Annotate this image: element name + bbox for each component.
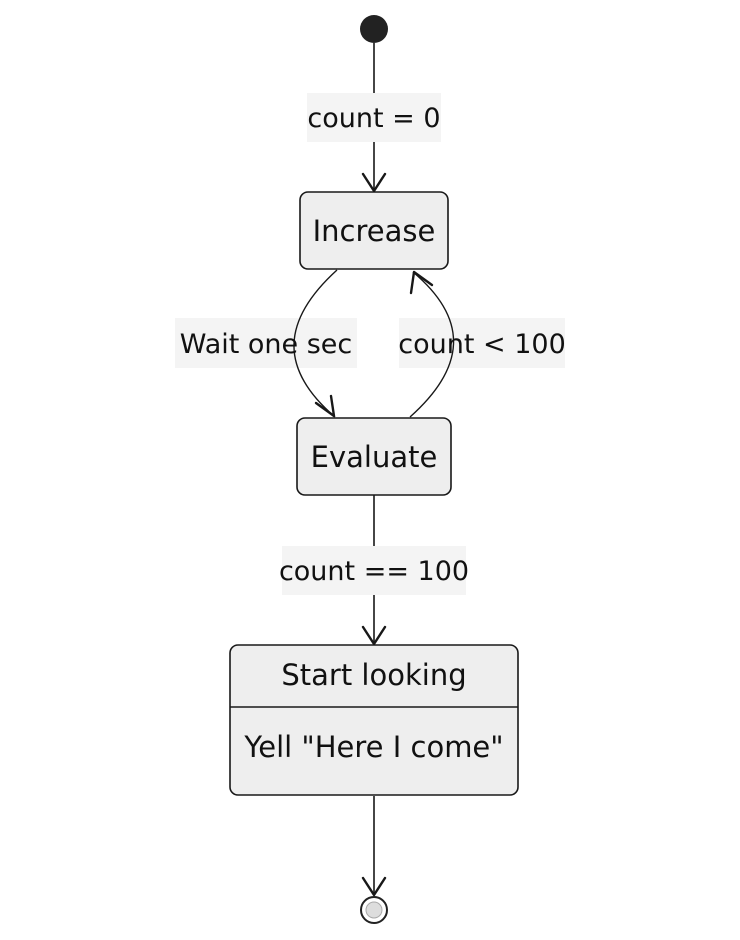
arrowhead: [409, 270, 434, 295]
state-start-looking-description: Yell "Here I come": [243, 730, 503, 764]
transition-label: count == 100: [279, 556, 469, 587]
transition-increase-to-evaluate: Wait one sec: [175, 269, 357, 418]
state-evaluate-label: Evaluate: [311, 440, 438, 474]
arrowhead: [361, 876, 387, 897]
state-evaluate[interactable]: Evaluate: [296, 417, 452, 496]
arrowhead: [314, 394, 336, 418]
state-increase[interactable]: Increase: [299, 191, 449, 270]
transition-label: count = 0: [307, 103, 440, 134]
transition-evaluate-to-start-looking: count == 100: [279, 495, 469, 646]
state-start-looking-title: Start looking: [281, 658, 466, 692]
state-start-looking[interactable]: Start looking Yell "Here I come": [229, 644, 519, 796]
final-state[interactable]: [360, 896, 388, 924]
state-increase-label: Increase: [313, 214, 436, 248]
transition-start-looking-to-end: [361, 796, 387, 897]
transition-label: count < 100: [398, 329, 566, 360]
transition-label: Wait one sec: [180, 329, 353, 360]
initial-state[interactable]: [360, 15, 388, 43]
transition-evaluate-to-increase: count < 100: [398, 270, 566, 418]
arrowhead: [361, 625, 387, 646]
transition-start-to-increase: count = 0: [307, 43, 441, 193]
arrowhead: [361, 172, 387, 193]
